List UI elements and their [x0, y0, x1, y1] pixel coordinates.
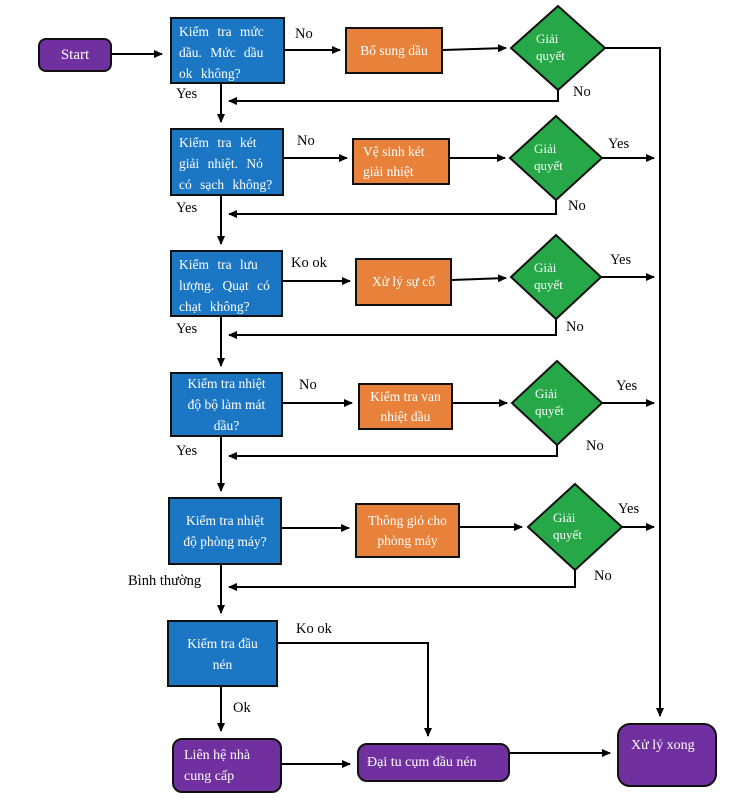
label-decision2-no: No	[568, 198, 586, 214]
label-row6-ok: Ok	[233, 700, 251, 716]
label-row4-yes: Yes	[176, 443, 198, 459]
label-row6-kook: Ko ok	[296, 621, 332, 637]
clean-radiator-node: Vệ sinh két giải nhiệt	[352, 138, 450, 185]
decision4-diamond	[510, 359, 604, 447]
ventilate-room-node: Thông gió cho phòng máy	[355, 503, 460, 558]
label-row3-yes: Yes	[176, 321, 198, 337]
label-row4-no: No	[299, 377, 317, 393]
edge-fix-issue-to-decision3	[451, 274, 507, 283]
check-oil-level-node: Kiểm tra mức dầu. Mức dầu ok không?	[170, 17, 285, 84]
contact-supplier-node: Liên hệ nhà cung cấp	[172, 738, 282, 793]
label-decision3-no: No	[566, 319, 584, 335]
edge-decision1-yes-rail	[605, 47, 664, 717]
done-node: Xử lý xong	[617, 723, 717, 787]
overhaul-compressor-node: Đại tu cụm đầu nén	[357, 743, 510, 782]
edge-decision4-no-loop	[228, 445, 558, 460]
decision3-diamond	[509, 233, 603, 321]
label-decision5-no: No	[594, 568, 612, 584]
label-decision4-no: No	[586, 438, 604, 454]
edge-decision1-no-loop	[228, 90, 559, 105]
label-row1-no: No	[295, 26, 313, 42]
label-row2-yes: Yes	[176, 200, 198, 216]
check-compressor-node: Kiểm tra đầu nén	[167, 620, 278, 687]
add-oil-node: Bổ sung dầu	[345, 27, 443, 74]
label-decision2-yes: Yes	[608, 136, 630, 152]
decision2-diamond	[508, 114, 604, 202]
edge-compressor-kook	[278, 642, 432, 737]
label-row5-binhthuong: Bình thường	[128, 573, 202, 589]
label-decision4-yes: Yes	[616, 378, 638, 394]
edge-decision3-no-loop	[228, 319, 557, 339]
check-oil-cooler-temp-node: Kiểm tra nhiệt độ bộ làm mát dầu?	[170, 372, 283, 437]
check-room-temp-node: Kiểm tra nhiệt độ phòng máy?	[168, 497, 282, 565]
label-row3-kook: Ko ok	[291, 255, 327, 271]
check-flow-node: Kiểm tra lưu lượng. Quạt có chạt không?	[170, 250, 283, 317]
label-row2-no: No	[297, 133, 315, 149]
edge-decision2-no-loop	[228, 200, 557, 218]
label-decision5-yes: Yes	[618, 501, 640, 517]
label-decision3-yes: Yes	[610, 252, 632, 268]
label-decision1-no: No	[573, 84, 591, 100]
label-row1-yes: Yes	[176, 86, 198, 102]
check-oil-valve-node: Kiểm tra van nhiệt dầu	[358, 383, 453, 430]
start-node: Start	[38, 38, 112, 72]
decision5-diamond	[526, 482, 624, 572]
edge-add-oil-to-decision1	[442, 44, 507, 53]
decision1-diamond	[509, 4, 607, 92]
check-radiator-node: Kiểm tra két giải nhiệt. Nó có sạch khôn…	[170, 128, 284, 196]
fix-issue-node: Xử lý sự cố	[355, 258, 452, 306]
edge-decision5-no-loop	[228, 570, 576, 591]
